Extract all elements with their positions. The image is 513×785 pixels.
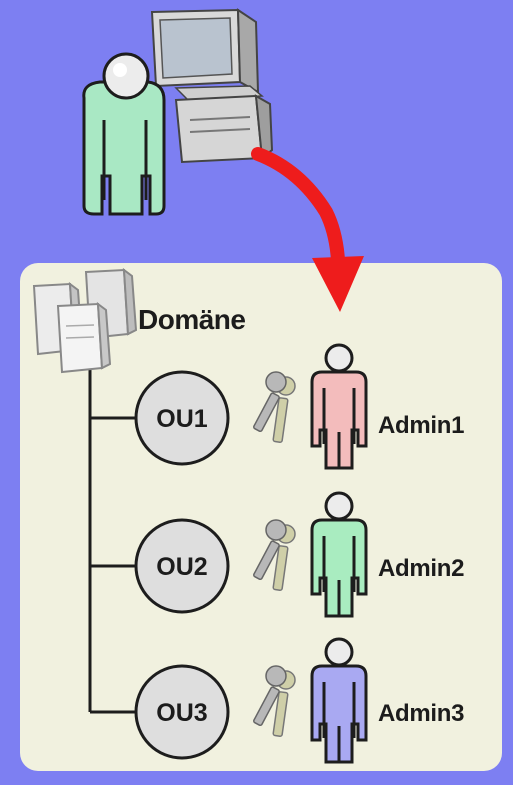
- computer-icon: [150, 8, 274, 164]
- tree-connectors: [88, 360, 136, 714]
- admin-user-icon: [310, 343, 368, 470]
- ou-node-2: OU2: [134, 518, 230, 614]
- keys-icon: [253, 371, 296, 443]
- admin-label-3: Admin3: [378, 700, 465, 727]
- server-icon: [32, 267, 138, 374]
- domain-label: Domäne: [138, 304, 246, 335]
- admin-user-icon: [310, 637, 368, 764]
- client-user-icon: [82, 52, 166, 216]
- user-at-computer-icon: [82, 8, 274, 216]
- ou-node-3: OU3: [134, 664, 230, 760]
- ou-label: OU2: [156, 553, 207, 581]
- ou-node-1: OU1: [134, 370, 230, 466]
- ou-label: OU3: [156, 699, 207, 727]
- admin-label-2: Admin2: [378, 555, 465, 582]
- admin-user-icon: [310, 491, 368, 618]
- ou-label: OU1: [156, 405, 208, 433]
- keys-icon: [253, 665, 296, 737]
- keys-icon: [253, 519, 296, 591]
- admin-label-1: Admin1: [378, 412, 465, 439]
